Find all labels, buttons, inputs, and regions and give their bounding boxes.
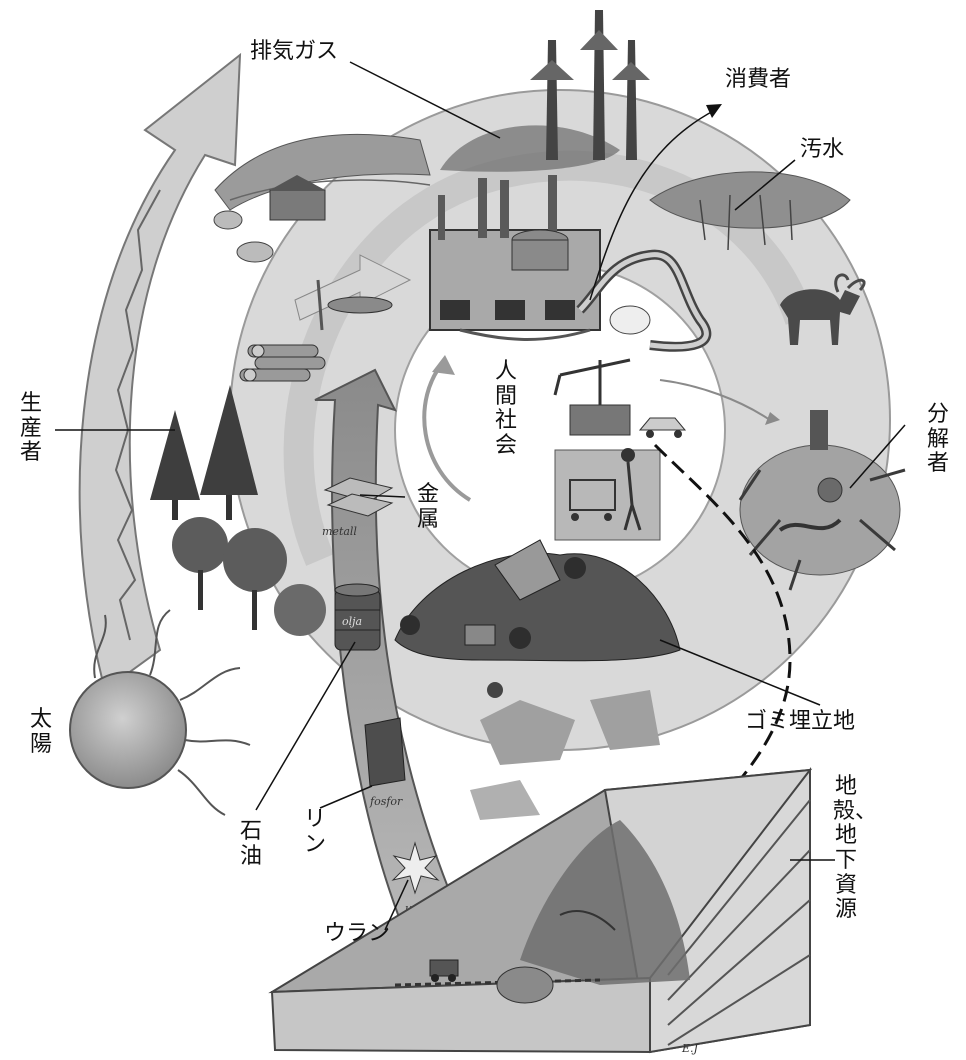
farmland-illustration — [213, 133, 431, 263]
forest-illustration — [150, 385, 326, 636]
label-landfill: ゴミ埋立地 — [745, 709, 856, 734]
factory-illustration — [429, 125, 620, 331]
label-uranium: ウラン — [324, 921, 391, 946]
consumer-arrow — [589, 104, 722, 301]
moose-illustration — [780, 273, 866, 345]
sun-energy-arrow — [78, 52, 242, 692]
shopper-illustration — [554, 448, 661, 541]
label-decomposer: 分解者 — [926, 402, 949, 477]
swamp-illustration — [649, 171, 851, 251]
tall-trees-illustration — [530, 10, 650, 160]
logs-illustration — [239, 344, 326, 382]
crane-illustration — [553, 358, 631, 436]
signature: E.J — [681, 1042, 699, 1055]
oil-barrel-icon: olja — [334, 583, 381, 651]
sun-icon — [69, 609, 251, 816]
label-oil: 石油 — [239, 819, 262, 869]
earth-crust-block: E.J — [268, 767, 813, 1055]
food-arrow — [294, 254, 412, 331]
sewage-pipe-illustration — [576, 249, 712, 352]
society-cycle-arrow — [422, 328, 780, 502]
label-human-society: 人間社会 — [494, 359, 517, 458]
label-crust: 地殻、地下資源 — [833, 774, 878, 923]
metal-word: metall — [322, 525, 357, 538]
phosphorus-word: fosfor — [369, 795, 403, 808]
label-producer: 生産者 — [19, 391, 42, 466]
leader-lines — [55, 61, 906, 931]
label-exhaust: 排気ガス — [250, 39, 339, 64]
oil-word: olja — [342, 615, 362, 628]
label-sun: 太陽 — [29, 707, 52, 757]
label-metal: 金属 — [416, 482, 439, 532]
label-consumer: 消費者 — [725, 67, 792, 92]
phosphorus-bag-icon: fosfor — [364, 717, 406, 808]
landfill-illustration — [394, 539, 681, 698]
lower-ring-shapes — [470, 690, 660, 820]
label-phosphorus: リン — [303, 807, 326, 857]
label-sewage: 汚水 — [800, 137, 845, 162]
car-illustration — [638, 417, 687, 438]
